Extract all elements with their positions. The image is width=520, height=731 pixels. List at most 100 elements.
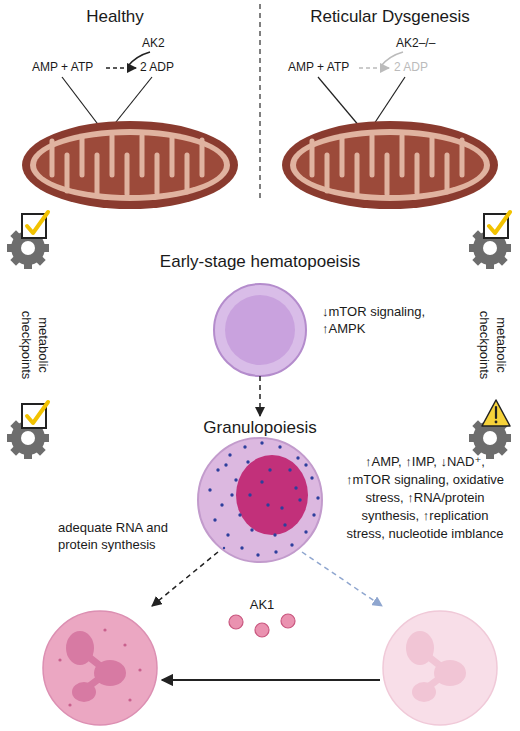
shape-part (66, 631, 94, 665)
stage-heading: Early-stage hematopoeisis (160, 252, 360, 272)
shape-part (243, 445, 246, 448)
shape-part (58, 658, 61, 661)
stage-heading: Granulopoiesis (203, 418, 316, 438)
shape-part (138, 668, 141, 671)
checkpoint-ok-icon (469, 212, 511, 269)
shape-part (298, 498, 301, 501)
shape-part (406, 631, 466, 702)
shape-part (225, 295, 295, 365)
shape-part (240, 546, 243, 549)
shape-part (260, 480, 263, 483)
shape-part (274, 550, 277, 553)
enzyme-label: AK2 (142, 36, 165, 52)
shape-part (246, 460, 249, 463)
shape-part (406, 631, 434, 665)
checkpoint-warning-icon (469, 400, 511, 459)
shape-part (294, 486, 297, 489)
shape-part (228, 453, 231, 456)
shape-part (72, 682, 96, 702)
reaction-product: 2 ADP (140, 60, 174, 76)
outcome-note: adequate RNA and protein synthesis (58, 520, 198, 554)
defect-list: ↑AMP, ↑IMP, ↓NAD⁺, ↑mTOR signaling, oxid… (345, 453, 505, 543)
reaction-product: 2 ADP (394, 60, 428, 76)
divider-line (259, 4, 261, 200)
shape-part (288, 468, 291, 471)
shape-part (208, 488, 211, 491)
mitochondrion (282, 121, 498, 209)
side-note: metabolic checkpoints (475, 295, 509, 395)
neutrophil-affected (383, 611, 497, 725)
enzyme-label: AK2–/– (396, 36, 435, 52)
shape-part (229, 615, 243, 629)
shape-part (226, 533, 229, 536)
shape-part (484, 212, 510, 238)
flow-arrow (259, 376, 261, 416)
shape-part (214, 284, 306, 376)
shape-part (266, 503, 269, 506)
shape-part (318, 77, 360, 127)
shape-part (128, 698, 131, 701)
shape-part (123, 643, 126, 646)
side-note: metabolic checkpoints (17, 295, 51, 395)
cell-node: Granulopoiesis (195, 418, 325, 564)
shape-part (312, 513, 315, 516)
ak1-protein (229, 614, 295, 637)
maturation-arrow (302, 552, 382, 606)
shape-part (290, 543, 293, 546)
panel-title: Healthy (86, 6, 144, 28)
shape-part (223, 547, 225, 549)
shape-part (304, 530, 307, 533)
shape-part (236, 455, 308, 535)
shape-part (112, 77, 152, 127)
reaction-substrate: AMP + ATP (288, 60, 349, 76)
shape-part (268, 468, 271, 471)
shape-part (250, 528, 253, 531)
cell-node: Early-stage hematopoeisis (214, 284, 306, 376)
shape-part (103, 628, 106, 631)
shape-part (482, 400, 510, 426)
shape-part (383, 611, 497, 725)
shape-part (220, 503, 223, 506)
checkpoint-ok-icon (7, 212, 49, 269)
signaling-note: ↓mTOR signaling, ↑AMPK (322, 304, 432, 338)
shape-part (62, 77, 100, 127)
shape-part (278, 445, 281, 448)
shape-part (106, 67, 136, 69)
shape-part (216, 468, 219, 471)
shape-part (372, 77, 405, 127)
shape-part (248, 493, 251, 496)
shape-part (208, 441, 319, 556)
shape-part (58, 628, 141, 706)
checkpoint-ok-icon (7, 402, 49, 459)
shape-part (310, 476, 313, 479)
shape-part (94, 660, 126, 686)
shape-part (68, 703, 71, 706)
shape-part (260, 441, 263, 444)
shape-part (66, 631, 126, 702)
shape-part (256, 553, 259, 556)
shape-part (255, 623, 269, 637)
shape-part (359, 67, 389, 69)
reaction-substrate: AMP + ATP (32, 60, 93, 76)
shape-part (198, 438, 322, 562)
shape-part (234, 478, 237, 481)
shape-part (273, 533, 276, 536)
progenitor-cell (214, 284, 306, 376)
shape-part (495, 407, 497, 418)
shape-part (22, 402, 48, 428)
shape-part (316, 496, 319, 499)
shape-part (283, 523, 286, 526)
panel-title: Reticular Dysgenesis (310, 6, 470, 28)
shape-part (213, 518, 216, 521)
neutrophil-healthy (43, 611, 157, 725)
shape-part (412, 682, 436, 702)
shape-part (434, 660, 466, 686)
mitochondrion (22, 121, 238, 209)
protein-label: AK1 (250, 597, 275, 614)
rescue-arrow (162, 679, 380, 681)
shape-part (22, 212, 48, 238)
shape-part (495, 421, 498, 424)
